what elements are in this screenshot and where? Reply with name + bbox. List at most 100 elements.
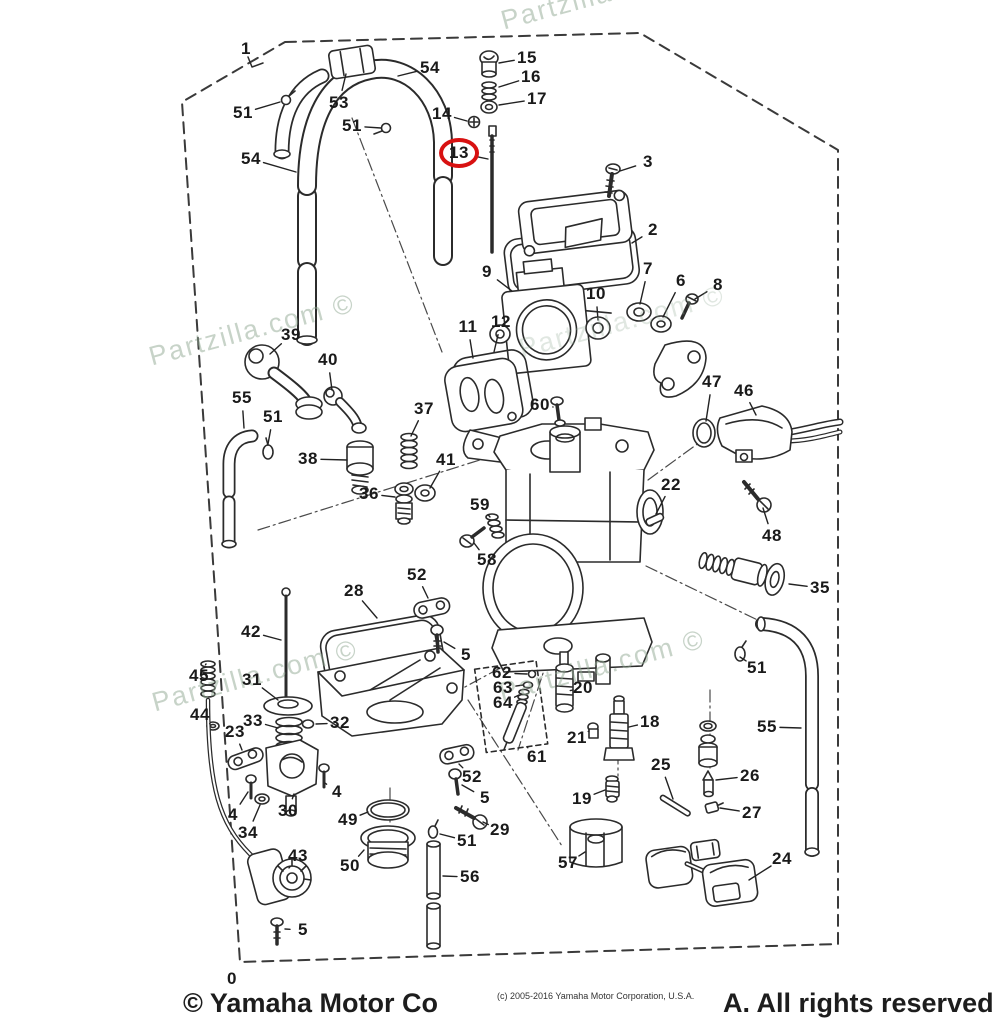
callout-51-72[interactable]: 51 — [457, 831, 477, 851]
callout-15-8[interactable]: 15 — [517, 48, 537, 68]
part-screw-36 — [395, 483, 413, 524]
callout-9-13[interactable]: 9 — [482, 262, 492, 282]
footer-copyright-right: A. All rights reserved — [723, 988, 994, 1019]
callout-26-55[interactable]: 26 — [740, 766, 760, 786]
leader-10-14 — [597, 307, 598, 320]
callout-54-4[interactable]: 54 — [420, 58, 440, 78]
callout-6-16[interactable]: 6 — [676, 271, 686, 291]
callout-52-36[interactable]: 52 — [407, 565, 427, 585]
callout-21-51[interactable]: 21 — [567, 728, 587, 748]
callout-52-70[interactable]: 52 — [462, 767, 482, 787]
part-diaphragm-31 — [264, 697, 312, 715]
callout-54-2[interactable]: 54 — [241, 149, 261, 169]
callout-34-64[interactable]: 34 — [238, 823, 258, 843]
callout-12-19[interactable]: 12 — [491, 312, 511, 332]
part-pin-25 — [660, 794, 691, 816]
part-elbow-40 — [324, 387, 366, 433]
callout-33-44[interactable]: 33 — [243, 711, 263, 731]
callout-56-73[interactable]: 56 — [460, 867, 480, 887]
callout-16-9[interactable]: 16 — [521, 67, 541, 87]
callout-46-33[interactable]: 46 — [734, 381, 754, 401]
callout-1-0[interactable]: 1 — [241, 39, 251, 59]
callout-45-40[interactable]: 45 — [189, 666, 209, 686]
callout-36-27[interactable]: 36 — [359, 484, 379, 504]
callout-59-29[interactable]: 59 — [470, 495, 490, 515]
callout-44-42[interactable]: 44 — [190, 705, 210, 725]
callout-42-38[interactable]: 42 — [241, 622, 261, 642]
callout-29-71[interactable]: 29 — [490, 820, 510, 840]
callout-3-11[interactable]: 3 — [643, 152, 653, 172]
callout-8-17[interactable]: 8 — [713, 275, 723, 295]
callout-22-31[interactable]: 22 — [661, 475, 681, 495]
leader-23-43 — [240, 744, 242, 750]
part-plate-11 — [443, 356, 525, 433]
callout-2-12[interactable]: 2 — [648, 220, 658, 240]
callout-14-6[interactable]: 14 — [432, 104, 452, 124]
callout-55-60[interactable]: 55 — [757, 717, 777, 737]
callout-37-25[interactable]: 37 — [414, 399, 434, 419]
callout-18-52[interactable]: 18 — [640, 712, 660, 732]
part-float-24 — [645, 835, 759, 915]
leader-42-38 — [264, 635, 281, 640]
callout-39-20[interactable]: 39 — [281, 325, 301, 345]
callout-28-37[interactable]: 28 — [344, 581, 364, 601]
callout-40-21[interactable]: 40 — [318, 350, 338, 370]
callout-32-45[interactable]: 32 — [330, 713, 350, 733]
callout-61-49[interactable]: 61 — [527, 747, 547, 767]
callout-5-39[interactable]: 5 — [461, 645, 471, 665]
callout-51-59[interactable]: 51 — [747, 658, 767, 678]
part-main-jet-18 — [604, 696, 634, 760]
callout-55-22[interactable]: 55 — [232, 388, 252, 408]
callout-50-66[interactable]: 50 — [340, 856, 360, 876]
leader-33-44 — [266, 725, 278, 728]
callout-48-34[interactable]: 48 — [762, 526, 782, 546]
callout-49-65[interactable]: 49 — [338, 810, 358, 830]
callout-7-15[interactable]: 7 — [643, 259, 653, 279]
callout-4-61[interactable]: 4 — [332, 782, 342, 802]
callout-41-26[interactable]: 41 — [436, 450, 456, 470]
callout-58-30[interactable]: 58 — [477, 550, 497, 570]
callout-31-41[interactable]: 31 — [242, 670, 262, 690]
callout-10-14[interactable]: 10 — [586, 284, 606, 304]
callout-51-5[interactable]: 51 — [342, 116, 362, 136]
callout-64-48[interactable]: 64 — [493, 693, 513, 713]
part-spring-59 — [486, 514, 504, 538]
callout-13-7[interactable]: 13 — [439, 138, 479, 168]
callout-23-43[interactable]: 23 — [225, 722, 245, 742]
leader-49-65 — [360, 812, 368, 815]
callout-38-24[interactable]: 38 — [298, 449, 318, 469]
callout-20-50[interactable]: 20 — [573, 678, 593, 698]
callout-0-74[interactable]: 0 — [227, 969, 237, 989]
part-tps-46 — [717, 406, 840, 462]
callout-30-62[interactable]: 30 — [278, 801, 298, 821]
part-clip-51d — [429, 820, 439, 838]
callout-51-1[interactable]: 51 — [233, 103, 253, 123]
part-screw-4a — [246, 775, 256, 798]
leader-4-61 — [325, 783, 327, 784]
callout-27-56[interactable]: 27 — [742, 803, 762, 823]
callout-51-23[interactable]: 51 — [263, 407, 283, 427]
part-overflow-hose-56 — [427, 841, 440, 949]
callout-5-69[interactable]: 5 — [480, 788, 490, 808]
leader-55-60 — [780, 727, 801, 728]
leader-38-24 — [321, 459, 347, 460]
callout-17-10[interactable]: 17 — [527, 89, 547, 109]
callout-19-53[interactable]: 19 — [572, 789, 592, 809]
part-hose-55-left — [222, 436, 252, 548]
callout-43-67[interactable]: 43 — [288, 846, 308, 866]
callout-60-28[interactable]: 60 — [530, 395, 550, 415]
callout-47-32[interactable]: 47 — [702, 372, 722, 392]
callout-4-63[interactable]: 4 — [228, 805, 238, 825]
callout-11-18[interactable]: 11 — [459, 317, 478, 337]
callout-24-58[interactable]: 24 — [772, 849, 792, 869]
callout-53-3[interactable]: 53 — [329, 93, 349, 113]
callout-57-57[interactable]: 57 — [558, 853, 578, 873]
leader-51-72 — [440, 834, 454, 838]
callout-5-68[interactable]: 5 — [298, 920, 308, 940]
part-valve-seat — [699, 721, 717, 767]
leader-56-73 — [443, 876, 457, 877]
callout-25-54[interactable]: 25 — [651, 755, 671, 775]
callout-35-35[interactable]: 35 — [810, 578, 830, 598]
leader-16-9 — [499, 81, 519, 87]
